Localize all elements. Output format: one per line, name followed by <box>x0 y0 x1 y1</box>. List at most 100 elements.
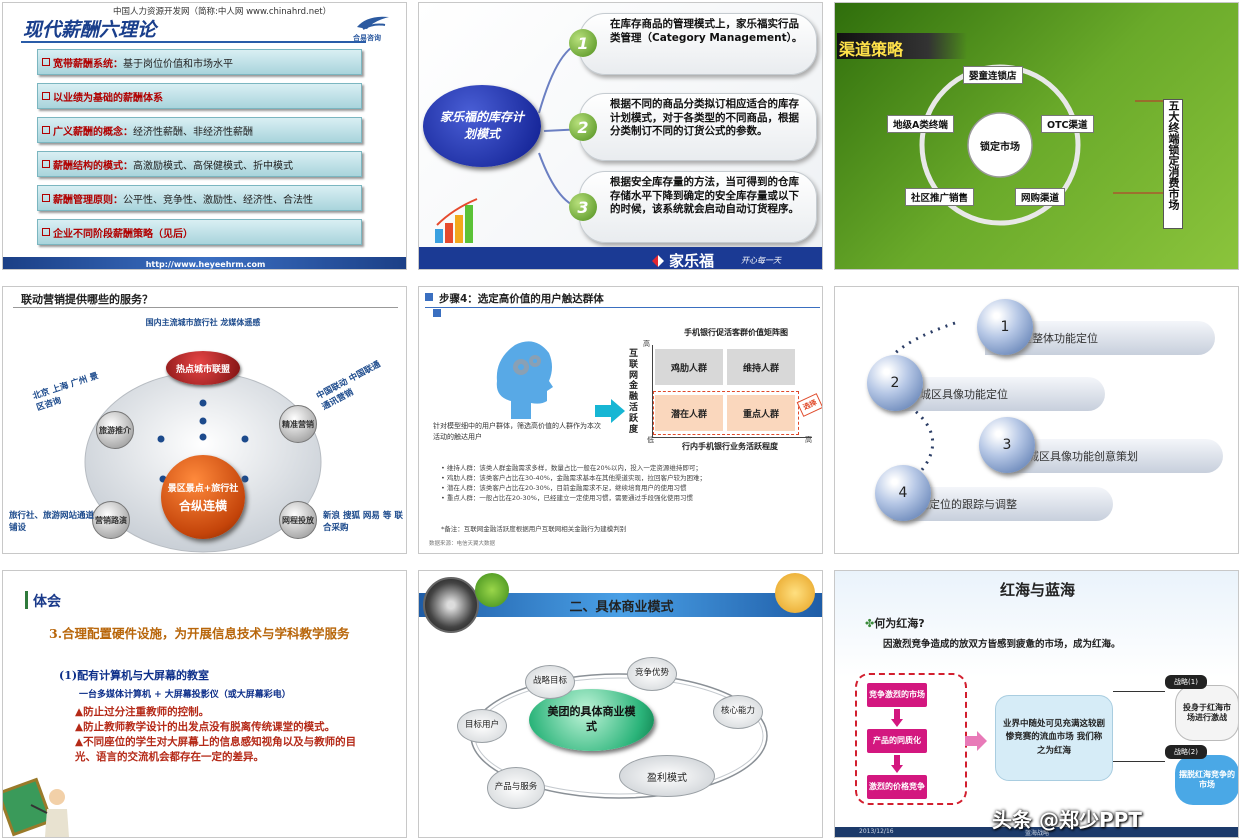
strategy-2: 摆脱红海竞争的市场 <box>1175 755 1238 805</box>
top-label: 国内主流城市旅行社 龙媒体遥感 <box>145 318 261 327</box>
service-node: 网程投放 <box>279 501 317 539</box>
title-band <box>837 33 967 59</box>
theory-item: 宽带薪酬系统：基于岗位价值和市场水平 <box>37 49 362 75</box>
model-node: 盈利模式 <box>619 755 715 797</box>
core-node: 景区景点+旅行社 合纵连横 <box>161 455 245 539</box>
title-underline <box>21 41 366 43</box>
square-bullet-icon <box>42 228 50 236</box>
service-node: 营销路演 <box>92 501 130 539</box>
slide-new-district[interactable]: 新城区整体功能定位 1 新城区具像功能定位 2 新城区具像功能创意策划 3 功能… <box>834 286 1239 554</box>
slide-title: 渠道策略 <box>839 40 904 59</box>
carrefour-logo-icon <box>651 253 665 267</box>
matrix-cell: 维持人群 <box>727 349 795 385</box>
slide-high-value-users[interactable]: 步骤4：选定高价值的用户触达群体 针对模型细中的用户群体，筛选高价值的人群作为本… <box>418 286 823 554</box>
slide-title: 二、具体商业模式 <box>569 599 674 615</box>
theory-item: 以业绩为基础的薪酬体系 <box>37 83 362 109</box>
process-step: 竞争激烈的市场 <box>867 683 927 707</box>
slide-linked-marketing[interactable]: 联动营销提供哪些的服务？ 国内主流城市旅行社 龙媒体遥感 热点城市联盟 景区景点… <box>2 286 407 554</box>
process-step: 产品的同质化 <box>867 729 927 753</box>
slide-title: 红海与蓝海 <box>999 581 1075 599</box>
square-bullet-icon <box>42 160 50 168</box>
note: *备注：互联网金融活跃度根据用户互联网相关金融行为建模判别 <box>441 525 627 533</box>
channel-cycle <box>919 64 1166 226</box>
center-label: 锁定市场 <box>980 141 1020 153</box>
model-node: 核心能力 <box>713 695 763 729</box>
red-ocean-summary: 业界中随处可见充满这较剧惨竞赛的流血市场 我们称之为红海 <box>995 695 1113 781</box>
x-axis-high: 高 <box>805 436 812 444</box>
function-item: 新城区具像功能创意策划 <box>1003 439 1223 473</box>
model-node: 目标用户 <box>457 709 507 743</box>
slide-salary-theories[interactable]: 中国人力资源开发网（简称:中人网 www.chinahrd.net） 现代薪酬六… <box>2 2 407 270</box>
brand-slogan: 开心每一天 <box>741 256 781 265</box>
matrix-cell: 鸡肋人群 <box>655 349 723 385</box>
number-badge: 2 <box>569 113 597 141</box>
brand-footer <box>419 247 822 269</box>
theory-item: 企业不同阶段薪酬策略（见后） <box>37 219 362 245</box>
wheat-icon <box>775 573 815 613</box>
channel-node: 地级A类终端 <box>887 115 954 133</box>
title-divider <box>425 307 820 308</box>
slide-hardware-config[interactable]: 体会 3.合理配置硬件设施，为开展信息技术与学科教学服务 (1)配有计算机与大屏… <box>2 570 407 838</box>
slide-title: 现代薪酬六理论 <box>23 19 157 41</box>
square-bullet-icon <box>42 92 50 100</box>
watermark: 头条 @郑少PPT <box>992 808 1142 832</box>
list-item: ▲防止教师教学设计的出发点没有脱离传统课堂的模式。 <box>75 720 336 733</box>
arrow-down-icon <box>891 709 903 727</box>
leaf-circle-icon <box>475 573 509 607</box>
y-axis-label: 互联网金融活跃度 <box>629 349 639 435</box>
diamond-bullet-icon: ✤ <box>865 617 875 630</box>
strategy-item: 在库存商品的管理模式上，家乐福实行品类管理（Category Managemen… <box>579 13 817 75</box>
bird-logo-icon <box>353 13 393 35</box>
y-axis-low: 低 <box>647 436 654 444</box>
equipment-line: 一台多媒体计算机 + 大屏幕投影仪（或大屏幕彩电） <box>79 690 291 700</box>
slide-red-blue-ocean[interactable]: 红海与蓝海 ✤何为红海? 因激烈竞争造成的放双方皆感到疲惫的市场，成为红海。 竞… <box>834 570 1239 838</box>
square-bullet-icon <box>42 194 50 202</box>
y-axis-high: 高 <box>643 340 650 348</box>
arrow-right-icon <box>595 399 625 423</box>
matrix-cell: 潜在人群 <box>655 395 723 431</box>
list-item: • 重点人群：一般占比在20-30%，已经建立一定使用习惯，需要通过手段强化使用… <box>441 494 693 503</box>
side-note: 五大终端锁定消费市场 <box>1163 99 1183 229</box>
title-divider <box>13 307 398 308</box>
strategy-1: 投身于红海市场进行激战 <box>1175 685 1238 741</box>
x-axis-line <box>652 437 812 438</box>
model-node: 战略目标 <box>525 665 575 699</box>
portal-label: 新浪 搜狐 网易 等 联合采购 <box>323 511 403 533</box>
topic-oval: 家乐福的库存计划模式 <box>423 85 541 167</box>
channel-node: 婴童连锁店 <box>963 66 1023 84</box>
slide-title: 体会 <box>33 594 61 610</box>
square-bullet-icon <box>42 58 50 66</box>
function-item: 新城区具像功能定位 <box>895 377 1105 411</box>
list-item: • 潜在人群：该类客户占比在20-30%，目前金融需求不足，继续培育用户的使用习… <box>441 484 687 493</box>
service-node: 精准营销 <box>279 405 317 443</box>
definition: 因激烈竞争造成的放双方皆感到疲惫的市场，成为红海。 <box>883 639 1121 650</box>
footer-title: 蓝海战略 <box>1025 830 1050 837</box>
slide-header-text: 中国人力资源开发网（简称:中人网 www.chinahrd.net） <box>113 7 332 17</box>
channel-node: 网购渠道 <box>1015 188 1066 206</box>
segment-list: • 维持人群：该类人群金融需求多样，数量占比一般在20%以内，投入一定资源维持即… <box>441 463 821 503</box>
arrow-down-icon <box>891 755 903 773</box>
number-ball: 2 <box>867 355 923 411</box>
strategy-tag: 战略(2) <box>1165 745 1207 759</box>
footer-url: http://www.heyeehrm.com <box>3 257 406 269</box>
process-step: 激烈的价格竞争 <box>867 775 927 799</box>
matrix-title: 手机银行促活客群价值矩阵图 <box>684 328 788 337</box>
model-node: 竞争优势 <box>627 657 677 691</box>
bullet-list: ▲防止过分注重教师的控制。 ▲防止教师教学设计的出发点没有脱离传统课堂的模式。 … <box>75 705 375 765</box>
title-marker-icon <box>433 309 441 317</box>
list-item: ▲不同座位的学生对大屏幕上的信息感知视角以及与教师的目光、语言的交流机会都存在一… <box>75 735 357 763</box>
bar-chart-icon <box>433 195 483 245</box>
slide-business-model[interactable]: 二、具体商业模式 美团的具体商业模式 战略目标 竞争优势 核心能力 盈利模式 产… <box>418 570 823 838</box>
theory-item: 广义薪酬的概念：经济性薪酬、非经济性薪酬 <box>37 117 362 143</box>
channel-node: 社区推广销售 <box>905 188 975 206</box>
logo-text: 合易咨询 <box>353 34 381 42</box>
footer-bar <box>835 827 1238 837</box>
slide-channel-strategy[interactable]: 渠道策略 锁定市场 婴童连锁店 OTC渠道 网购渠道 社区推广销售 地级A类终端… <box>834 2 1239 270</box>
strategy-tag: 战略(1) <box>1165 675 1207 689</box>
slide-carrefour-inventory[interactable]: 家乐福的库存计划模式 在库存商品的管理模式上，家乐福实行品类管理（Categor… <box>418 2 823 270</box>
connector-line <box>1113 691 1165 692</box>
slide-title: 步骤4：选定高价值的用户触达群体 <box>439 293 604 305</box>
slide-title: 联动营销提供哪些的服务？ <box>21 293 153 306</box>
choose-tag: 选择 <box>796 393 822 417</box>
list-item: • 维持人群：该类人群金融需求多样，数量占比一般在20%以内，投入一定资源维持即… <box>441 464 702 472</box>
